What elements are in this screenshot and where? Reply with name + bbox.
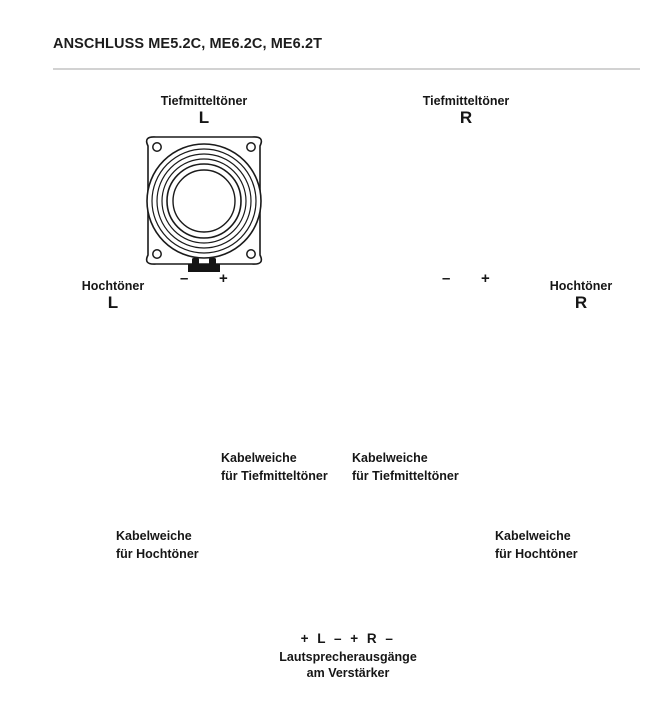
crossover-tweeter-right-line2: für Hochtöner [495, 547, 578, 561]
woofer-left-channel: L [198, 108, 210, 127]
woofer-right-terminal-minus: – [442, 270, 451, 287]
tweeter-right-label: Hochtöner [549, 279, 613, 293]
amplifier-polarity-row: + L – + R – [300, 631, 396, 646]
woofer-right-terminal-plus: + [481, 270, 490, 287]
crossover-woofer-left-line2: für Tiefmitteltöner [221, 469, 328, 483]
crossover-woofer-right-line2: für Tiefmitteltöner [352, 469, 459, 483]
crossover-woofer-left-line1: Kabelweiche [221, 451, 297, 465]
tweeter-right-channel: R [574, 293, 588, 312]
amplifier-caption-line2: am Verstärker [306, 666, 390, 680]
title-divider [53, 68, 640, 70]
amplifier-caption-line1: Lautsprecherausgänge [279, 650, 417, 664]
woofer-left-terminal-plus: + [219, 270, 228, 287]
tweeter-left-label: Hochtöner [81, 279, 145, 293]
tweeter-left-channel: L [107, 293, 119, 312]
crossover-tweeter-left-line2: für Hochtöner [116, 547, 199, 561]
crossover-tweeter-left-line1: Kabelweiche [116, 529, 192, 543]
woofer-left-label: Tiefmitteltöner [160, 94, 248, 108]
crossover-woofer-right-line1: Kabelweiche [352, 451, 428, 465]
woofer-left-terminal-minus: – [180, 270, 189, 287]
woofer-left-graphic [145, 136, 263, 272]
crossover-tweeter-right-line1: Kabelweiche [495, 529, 571, 543]
woofer-right-label: Tiefmitteltöner [422, 94, 510, 108]
woofer-right-channel: R [459, 108, 473, 127]
page-title: ANSCHLUSS ME5.2C, ME6.2C, ME6.2T [53, 36, 323, 52]
